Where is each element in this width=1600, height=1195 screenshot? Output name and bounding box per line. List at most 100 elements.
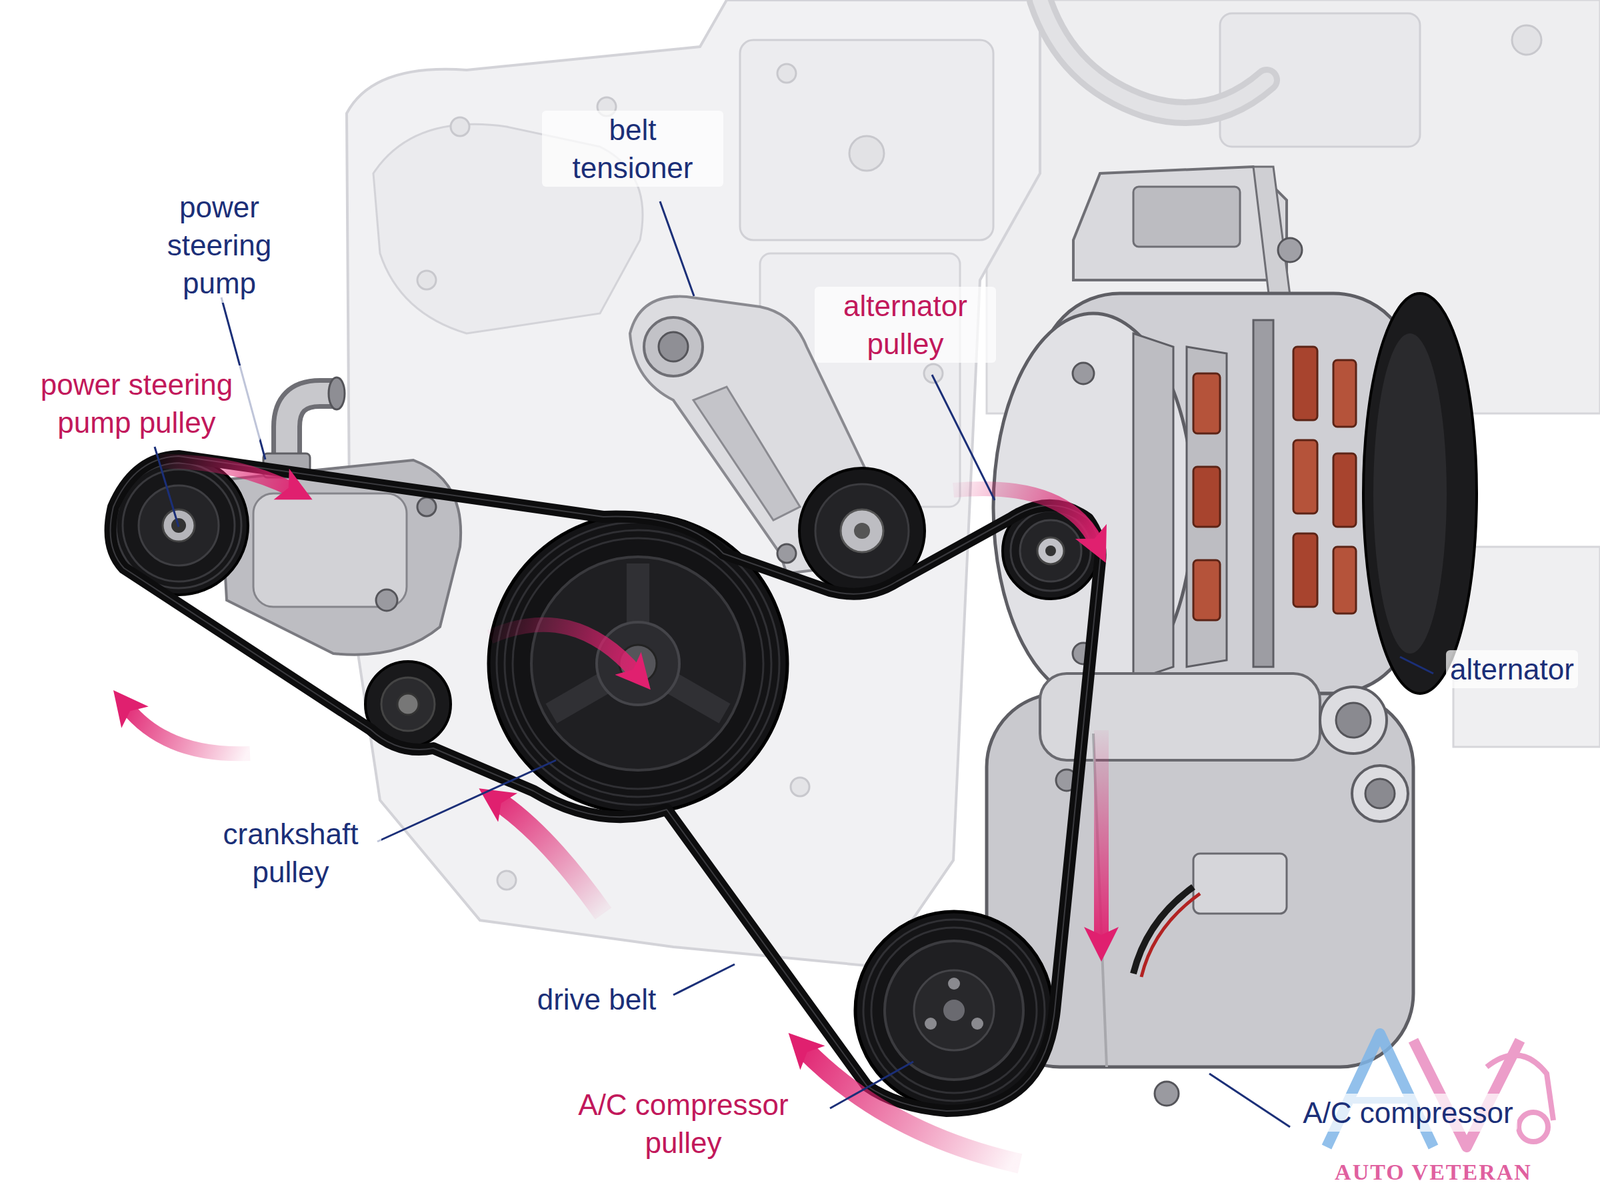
ac-compressor-body (1320, 686, 1387, 754)
ac-compressor-body (1352, 765, 1408, 822)
engine-block (417, 270, 436, 290)
engine-block (497, 870, 516, 890)
alternator-body (1133, 333, 1174, 680)
alternator-body (1363, 293, 1477, 694)
leader-lines (660, 201, 694, 296)
alternator-body (1373, 333, 1447, 654)
alternator-body (1293, 346, 1318, 420)
engine-block (790, 777, 810, 796)
ac-compressor-pulley (971, 1017, 984, 1030)
ac-compressor-body (1365, 778, 1395, 808)
alternator-body (1072, 362, 1094, 384)
engine-block (849, 136, 884, 171)
pulley-label: power steering pump pulley (12, 365, 261, 442)
ac-compressor-pulley (871, 927, 1037, 1093)
alternator-body (1193, 373, 1220, 434)
crankshaft-pulley (596, 622, 680, 705)
crankshaft-pulley (512, 538, 764, 789)
leader-lines (932, 374, 995, 500)
tensioner-pulley (854, 522, 870, 539)
power-steering-pump (376, 589, 398, 611)
part-label: A/C compressor (1298, 1093, 1517, 1132)
alternator-body (1278, 238, 1302, 262)
tensioner-arm (693, 386, 800, 520)
ac-compressor-pulley (943, 999, 965, 1021)
ac-compressor-body (1336, 702, 1371, 738)
tensioner-arm (658, 332, 688, 362)
crankshaft-pulley (551, 563, 725, 714)
ac-compressor-body (1193, 853, 1287, 914)
ac-compressor-pulley (884, 940, 1024, 1080)
rotation-arrows (1094, 730, 1109, 940)
leader-lines (830, 1061, 914, 1108)
ac-compressor-pulley (924, 1017, 937, 1030)
drive-belt (110, 456, 1101, 1111)
rotation-arrows (496, 800, 604, 914)
part-label: power steering pump (135, 188, 304, 303)
rotation-arrows (160, 461, 294, 490)
pulley-label: alternator pulley (814, 286, 996, 363)
alternator-pulley (1037, 537, 1064, 564)
ac-compressor-body (1154, 1081, 1179, 1106)
leader-lines (1400, 656, 1434, 674)
alternator-body (1193, 560, 1220, 620)
ac-compressor-pulley (948, 977, 960, 990)
power-steering-pump (286, 393, 334, 460)
crankshaft-pulley (531, 556, 745, 770)
drive-belt (110, 456, 1101, 1111)
alternator-body (1133, 186, 1240, 247)
alternator-body (1186, 346, 1227, 667)
rotation-arrows (953, 488, 1097, 544)
power-steering-pump (286, 393, 334, 460)
alternator-body (1293, 533, 1318, 607)
engine-block (1453, 546, 1600, 747)
alternator-body (993, 166, 1477, 700)
leader-lines (1209, 1073, 1290, 1127)
crankshaft-pulley (504, 530, 772, 797)
alternator-pulley (1045, 545, 1056, 556)
engine-block (1512, 25, 1542, 55)
engine-block (346, 0, 1040, 967)
alternator-pulley (1020, 520, 1082, 582)
watermark-text: AUTO VETERAN (1330, 1157, 1536, 1187)
engine-block (450, 117, 470, 136)
idler-pulley (381, 677, 435, 731)
part-label: drive belt (533, 980, 661, 1018)
alternator-body (1333, 453, 1356, 527)
ac-compressor-body (1141, 893, 1200, 977)
tensioner-arm (644, 317, 703, 376)
engine-block (1040, 0, 1267, 113)
power-steering-pump (417, 497, 436, 516)
engine-block (1040, 0, 1267, 113)
alternator-body (1253, 320, 1274, 667)
power-steering-pump (328, 377, 345, 410)
tensioner-arm (777, 544, 796, 563)
leader-lines (673, 964, 735, 995)
alternator-body (1293, 440, 1318, 514)
part-label: belt tensioner (542, 110, 724, 187)
engine-block (740, 40, 994, 240)
rotation-arrows (490, 624, 637, 674)
leader-lines (154, 446, 179, 527)
engine-block (777, 64, 796, 83)
leader-lines (377, 760, 556, 842)
watermark-logo (1518, 1112, 1548, 1142)
leader-lines (154, 201, 1434, 1127)
tensioner-pulley (815, 484, 909, 578)
alternator-body (1333, 360, 1356, 427)
rotation-arrows (803, 1048, 1020, 1164)
rotation-arrows (126, 706, 250, 754)
tensioner-pulley (840, 509, 884, 552)
ac-compressor-pulley (914, 970, 994, 1050)
pulley-label: A/C compressor pulley (559, 1085, 808, 1162)
part-label: alternator (1446, 650, 1578, 688)
alternator-body (1333, 546, 1356, 614)
rotation-arrows (126, 461, 1102, 1164)
engine-block (924, 364, 943, 383)
part-label: crankshaft pulley (200, 814, 382, 891)
drive-belt (110, 456, 1101, 1111)
idler-pulley (397, 693, 419, 715)
alternator-body (1193, 466, 1220, 527)
